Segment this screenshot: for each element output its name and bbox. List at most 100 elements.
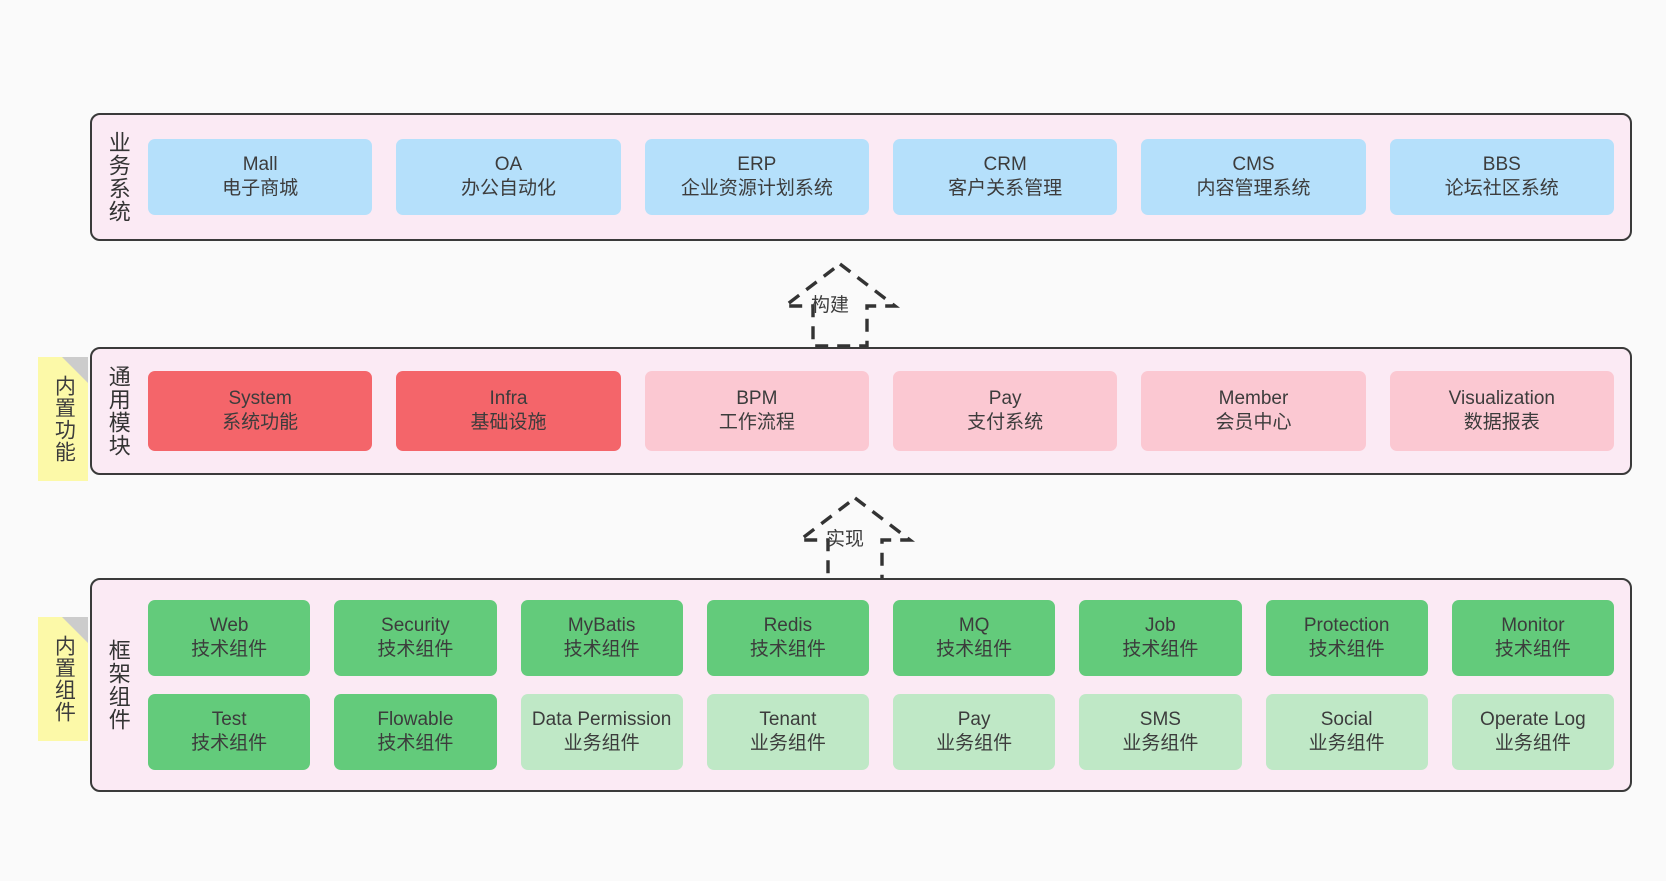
node-infra-name: Infra <box>489 387 528 409</box>
node-social[interactable]: Social 业务组件 <box>1265 694 1428 770</box>
node-bbs-desc: 论坛社区系统 <box>1444 178 1559 199</box>
node-cms-desc: 内容管理系统 <box>1196 178 1311 199</box>
node-job-name: Job <box>1145 614 1176 636</box>
common-module-layer-body: System 系统功能 Infra 基础设施 BPM 工作流程 Pay 支付系统… <box>144 349 1630 473</box>
business-system-layer-body: Mall 电子商城 OA 办公自动化 ERP 企业资源计划系统 CRM 客户关系… <box>144 115 1630 239</box>
node-operate-log-desc: 业务组件 <box>1494 733 1571 754</box>
node-web-desc: 技术组件 <box>191 639 268 660</box>
node-visualization[interactable]: Visualization 数据报表 <box>1389 371 1614 451</box>
framework-component-layer-title: 框架组件 <box>105 639 131 731</box>
node-tenant[interactable]: Tenant 业务组件 <box>706 694 869 770</box>
node-operate-log[interactable]: Operate Log 业务组件 <box>1451 694 1614 770</box>
node-member[interactable]: Member 会员中心 <box>1141 371 1366 451</box>
node-redis[interactable]: Redis 技术组件 <box>706 600 869 676</box>
node-protection-name: Protection <box>1303 614 1390 636</box>
node-infra-desc: 基础设施 <box>470 412 547 433</box>
arrow-implement: 实现 <box>770 492 940 584</box>
node-system-desc: 系统功能 <box>222 412 299 433</box>
node-oa-name: OA <box>494 153 523 175</box>
node-crm-desc: 客户关系管理 <box>948 178 1063 199</box>
node-pay-component-name: Pay <box>957 708 991 730</box>
node-job-desc: 技术组件 <box>1122 639 1199 660</box>
node-system[interactable]: System 系统功能 <box>148 371 373 451</box>
node-sms-name: SMS <box>1139 708 1181 730</box>
node-test-desc: 技术组件 <box>191 733 268 754</box>
node-mq-name: MQ <box>958 614 990 636</box>
node-social-name: Social <box>1320 708 1373 730</box>
common-module-layer-title: 通用模块 <box>105 365 131 457</box>
node-bpm-desc: 工作流程 <box>718 412 795 433</box>
node-monitor[interactable]: Monitor 技术组件 <box>1451 600 1614 676</box>
node-bpm[interactable]: BPM 工作流程 <box>644 371 869 451</box>
node-tenant-desc: 业务组件 <box>749 733 826 754</box>
node-redis-desc: 技术组件 <box>749 639 826 660</box>
node-mybatis[interactable]: MyBatis 技术组件 <box>520 600 683 676</box>
node-crm-name: CRM <box>983 153 1027 175</box>
node-data-permission[interactable]: Data Permission 业务组件 <box>520 694 683 770</box>
node-cms[interactable]: CMS 内容管理系统 <box>1141 139 1366 215</box>
node-security-desc: 技术组件 <box>377 639 454 660</box>
node-data-permission-name: Data Permission <box>531 708 672 730</box>
node-member-desc: 会员中心 <box>1215 412 1292 433</box>
node-pay-module-desc: 支付系统 <box>967 412 1044 433</box>
node-job[interactable]: Job 技术组件 <box>1079 600 1242 676</box>
node-pay-module[interactable]: Pay 支付系统 <box>892 371 1118 451</box>
node-redis-name: Redis <box>763 614 813 636</box>
node-crm[interactable]: CRM 客户关系管理 <box>892 139 1118 215</box>
sticky-note-builtin-components: 内置组件 <box>38 617 88 741</box>
node-social-desc: 业务组件 <box>1308 733 1385 754</box>
node-protection[interactable]: Protection 技术组件 <box>1265 600 1428 676</box>
business-system-layer-title: 业务系统 <box>105 131 131 223</box>
node-flowable-desc: 技术组件 <box>377 733 454 754</box>
node-monitor-name: Monitor <box>1501 614 1565 636</box>
framework-component-layer-body: Web 技术组件 Security 技术组件 MyBatis 技术组件 Redi… <box>144 580 1630 790</box>
node-protection-desc: 技术组件 <box>1308 639 1385 660</box>
node-sms[interactable]: SMS 业务组件 <box>1079 694 1242 770</box>
node-mybatis-name: MyBatis <box>567 614 636 636</box>
framework-tech-row: Web 技术组件 Security 技术组件 MyBatis 技术组件 Redi… <box>148 600 1614 676</box>
common-module-row: System 系统功能 Infra 基础设施 BPM 工作流程 Pay 支付系统… <box>148 371 1614 451</box>
node-mq[interactable]: MQ 技术组件 <box>893 600 1056 676</box>
node-bpm-name: BPM <box>736 387 778 409</box>
node-data-permission-desc: 业务组件 <box>563 733 640 754</box>
node-visualization-desc: 数据报表 <box>1463 412 1540 433</box>
business-system-row: Mall 电子商城 OA 办公自动化 ERP 企业资源计划系统 CRM 客户关系… <box>148 139 1614 215</box>
node-web[interactable]: Web 技术组件 <box>148 600 311 676</box>
node-bbs[interactable]: BBS 论坛社区系统 <box>1389 139 1614 215</box>
node-security[interactable]: Security 技术组件 <box>334 600 497 676</box>
node-operate-log-name: Operate Log <box>1480 708 1586 730</box>
sticky-note-builtin-components-label: 内置组件 <box>52 635 76 723</box>
node-pay-module-name: Pay <box>988 387 1022 409</box>
node-bbs-name: BBS <box>1482 153 1521 175</box>
node-mybatis-desc: 技术组件 <box>563 639 640 660</box>
business-system-layer: 业务系统 Mall 电子商城 OA 办公自动化 ERP 企业资源计划系统 CRM… <box>90 113 1632 241</box>
node-flowable-name: Flowable <box>377 708 454 730</box>
node-system-name: System <box>228 387 292 409</box>
node-cms-name: CMS <box>1232 153 1275 175</box>
node-test[interactable]: Test 技术组件 <box>148 694 311 770</box>
node-oa-desc: 办公自动化 <box>460 178 556 199</box>
node-erp[interactable]: ERP 企业资源计划系统 <box>644 139 869 215</box>
node-mall[interactable]: Mall 电子商城 <box>148 139 373 215</box>
arrow-build-shape <box>779 261 901 348</box>
node-infra[interactable]: Infra 基础设施 <box>396 371 621 451</box>
node-oa[interactable]: OA 办公自动化 <box>396 139 621 215</box>
node-mall-desc: 电子商城 <box>222 178 299 199</box>
node-mq-desc: 技术组件 <box>936 639 1013 660</box>
node-tenant-name: Tenant <box>759 708 817 730</box>
node-visualization-name: Visualization <box>1448 387 1555 409</box>
node-web-name: Web <box>209 614 249 636</box>
node-flowable[interactable]: Flowable 技术组件 <box>334 694 497 770</box>
sticky-note-builtin-features-label: 内置功能 <box>52 375 76 463</box>
node-test-name: Test <box>211 708 247 730</box>
node-security-name: Security <box>381 614 450 636</box>
node-pay-component-desc: 业务组件 <box>936 733 1013 754</box>
node-sms-desc: 业务组件 <box>1122 733 1199 754</box>
framework-component-layer: 框架组件 Web 技术组件 Security 技术组件 MyBatis 技术组件… <box>90 578 1632 792</box>
node-erp-desc: 企业资源计划系统 <box>680 178 833 199</box>
node-pay-component[interactable]: Pay 业务组件 <box>893 694 1056 770</box>
node-mall-name: Mall <box>242 153 278 175</box>
common-module-layer: 通用模块 System 系统功能 Infra 基础设施 BPM 工作流程 Pay… <box>90 347 1632 475</box>
node-member-name: Member <box>1218 387 1289 409</box>
